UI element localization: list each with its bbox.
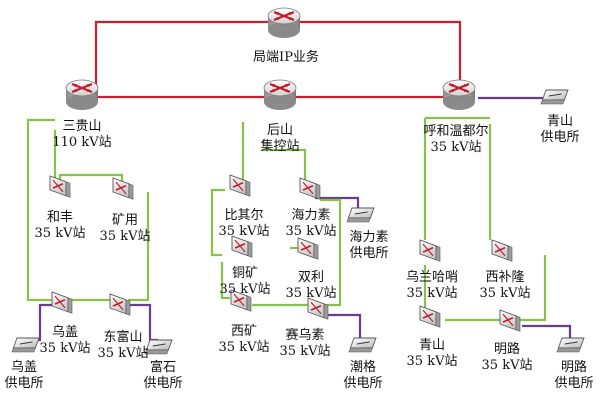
router-sanguishan-icon xyxy=(65,79,99,110)
switch-wugai-icon xyxy=(51,291,73,314)
station-label-saiwusu: 赛乌素 35 kV站 xyxy=(279,328,331,359)
supply-minglu-icon xyxy=(556,337,585,353)
link-biqier-tongkuang xyxy=(210,188,225,257)
switch-tongkuang-icon xyxy=(231,235,253,258)
hub-label-houshan: 后山 集控站 xyxy=(260,123,300,154)
switch-biqier-icon xyxy=(229,174,251,197)
switch-dongfushan-icon xyxy=(109,293,131,316)
supply-label-fushi: 富石 供电所 xyxy=(143,360,183,391)
switch-wulanhashao-icon xyxy=(419,239,441,262)
switch-xibulong-icon xyxy=(491,239,513,262)
ip-link-core-huhewendur xyxy=(286,20,462,90)
switch-saiwusu-icon xyxy=(307,297,329,320)
station-label-hailisu: 海力素 35 kV站 xyxy=(285,208,337,239)
hub-label-huhewendur: 呼和温都尔 35 kV站 xyxy=(423,124,489,155)
link-saiwusu-chaoge xyxy=(327,313,362,338)
supply-label-chaoge: 潮格 供电所 xyxy=(343,360,383,391)
station-label-xikuang: 西矿 35 kV站 xyxy=(218,324,270,355)
station-label-wulanhashao: 乌兰哈哨 35 kV站 xyxy=(405,270,459,301)
link-houshan-hailisu xyxy=(262,148,307,180)
link-left-ring-a xyxy=(26,118,58,302)
supply-qingshan-icon xyxy=(540,89,569,105)
station-label-biqier: 比其尔 35 kV站 xyxy=(218,208,270,239)
switch-hailisu-icon xyxy=(299,177,321,200)
supply-hailisu-icon xyxy=(346,207,375,223)
station-label-dongfushan: 东富山 35 kV站 xyxy=(97,330,149,361)
station-label-kuangyong: 矿用 35 kV站 xyxy=(99,213,151,244)
core-router-label: 局端IP业务 xyxy=(253,50,319,65)
supply-fushi-icon xyxy=(144,339,173,355)
switch-xikuang-icon xyxy=(230,289,252,312)
station-label-qingshan: 青山 35 kV站 xyxy=(406,338,458,369)
station-label-shuangli: 双利 35 kV站 xyxy=(285,270,337,301)
supply-label-hailisu: 海力素 供电所 xyxy=(349,230,389,261)
supply-wugai-icon xyxy=(11,337,40,353)
station-label-xibulong: 西补隆 35 kV站 xyxy=(479,270,531,301)
link-xibulong-minglu xyxy=(520,255,547,322)
core-router-icon xyxy=(267,7,301,38)
switch-hefeng-icon xyxy=(49,175,71,198)
router-houshan-icon xyxy=(263,79,297,110)
station-label-hefeng: 和丰 35 kV站 xyxy=(34,210,86,241)
link-kuangyong-dongfushan xyxy=(128,192,150,302)
link-hailisu-shuangli-saiwusu xyxy=(320,198,342,307)
link-tongkuang-xikuang xyxy=(220,262,230,300)
switch-minglu-icon xyxy=(499,309,521,332)
link-minglu-supply xyxy=(522,324,572,338)
switch-kuangyong-icon xyxy=(112,177,134,200)
switch-qingshan-icon xyxy=(419,305,441,328)
switch-shuangli-icon xyxy=(297,237,319,260)
ip-link-core-sanguishan xyxy=(94,20,286,90)
station-label-wugai: 乌盖 35 kV站 xyxy=(39,325,91,356)
router-huhewendur-icon xyxy=(442,79,476,110)
supply-chaoge-icon xyxy=(348,337,377,353)
station-label-minglu: 明路 35 kV站 xyxy=(481,342,533,373)
supply-label-wugai: 乌盖 供电所 xyxy=(4,360,44,391)
supply-label-minglu: 明路 供电所 xyxy=(554,360,594,391)
hub-label-sanguishan: 三贵山 110 kV站 xyxy=(52,119,112,150)
station-label-tongkuang: 铜矿 35 kV站 xyxy=(219,266,271,297)
supply-label-qingshan: 青山 供电所 xyxy=(540,114,580,145)
